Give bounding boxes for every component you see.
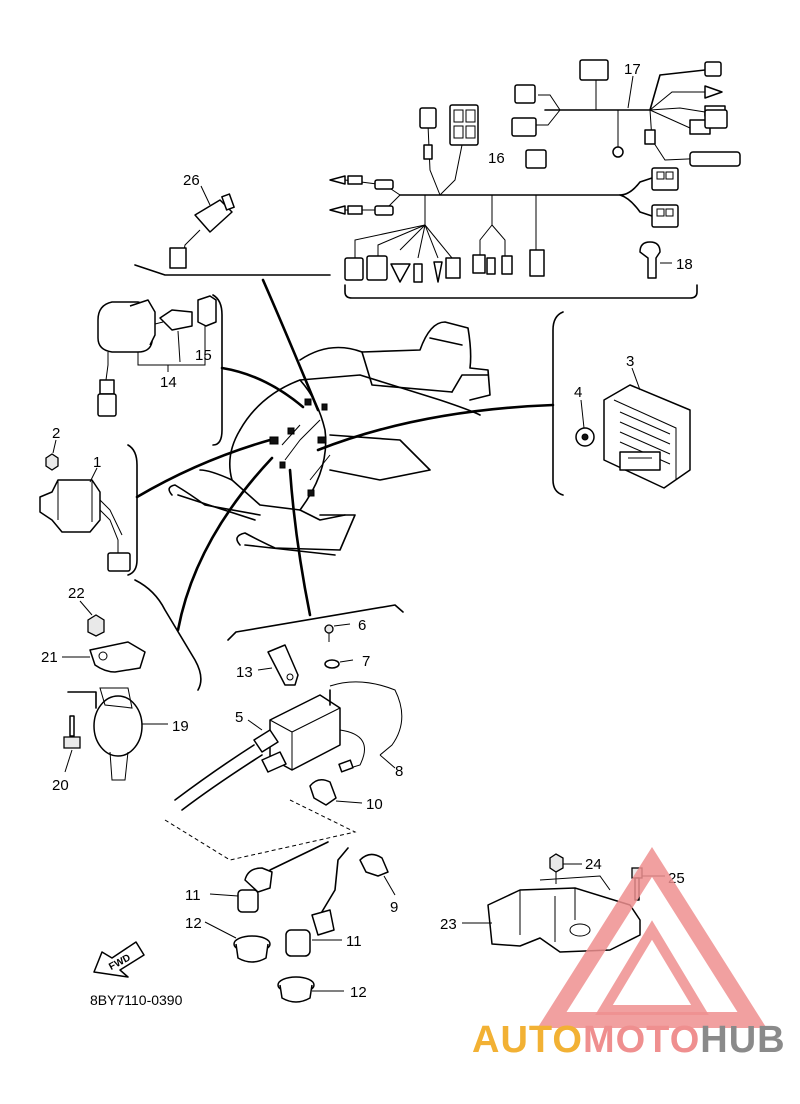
callout-2: 2 — [52, 425, 60, 442]
part-12a-grommet — [204, 921, 271, 963]
callout-8: 8 — [395, 763, 403, 780]
watermark-moto: MOTO — [583, 1019, 700, 1061]
part-21-bracket — [62, 641, 146, 673]
part-19-horn — [67, 687, 168, 781]
callout-7: 7 — [362, 653, 370, 670]
part-20-bolt — [63, 715, 81, 773]
part-2-nut — [45, 439, 59, 471]
part-18-key — [639, 241, 672, 279]
callout-13: 13 — [236, 664, 253, 681]
part-10-clamp — [309, 779, 363, 806]
drawing-code: 8BY7110-0390 — [90, 992, 183, 1008]
part-7-washer — [324, 659, 354, 669]
callout-10: 10 — [366, 796, 383, 813]
callout-21: 21 — [41, 649, 58, 666]
callout-9: 9 — [390, 899, 398, 916]
callout-24: 24 — [585, 856, 602, 873]
callout-26: 26 — [183, 172, 200, 189]
part-22-nut — [79, 600, 105, 637]
callout-11a: 11 — [185, 887, 201, 904]
part-12b-grommet — [277, 976, 344, 1003]
callout-23: 23 — [440, 916, 457, 933]
callout-14: 14 — [160, 374, 177, 391]
callout-19: 19 — [172, 718, 189, 735]
callout-20: 20 — [52, 777, 69, 794]
callout-11b: 11 — [346, 933, 362, 950]
callout-4: 4 — [574, 384, 582, 401]
callout-17: 17 — [624, 61, 641, 78]
part-16-wire-harness — [329, 104, 679, 283]
part-24-nut — [549, 853, 582, 884]
callout-3: 3 — [626, 353, 634, 370]
part-6-screw — [324, 623, 351, 642]
part-4-grommet — [575, 399, 595, 447]
callout-12b: 12 — [350, 984, 367, 1001]
dashed-subassembly-outline — [164, 799, 357, 861]
part-9-clamp — [359, 853, 396, 896]
watermark-auto: AUTO — [472, 1019, 583, 1061]
pointer-lines — [135, 278, 555, 632]
watermark-hub: HUB — [700, 1019, 785, 1061]
part-17-sub-harness — [511, 59, 741, 167]
callout-labels: 26 17 16 18 15 14 3 4 2 1 22 6 21 7 13 5… — [41, 61, 693, 1001]
part-15-key — [197, 295, 217, 327]
callout-18: 18 — [676, 256, 693, 273]
callout-1: 1 — [93, 454, 101, 471]
snowmobile-outline — [168, 321, 491, 556]
callout-5: 5 — [235, 709, 243, 726]
part-26-switch — [169, 185, 235, 269]
part-11b-plug-cap — [285, 847, 349, 957]
svg-text:AUTOMOTOHUB: AUTOMOTOHUB — [472, 1019, 786, 1061]
watermark-logo: AUTOMOTOHUB — [472, 847, 786, 1061]
group-brackets — [127, 264, 698, 691]
callout-15: 15 — [195, 347, 212, 364]
part-14-main-switch — [97, 299, 206, 417]
fwd-direction-badge: FWD — [93, 941, 145, 978]
callout-12a: 12 — [185, 915, 202, 932]
callout-16: 16 — [488, 150, 505, 167]
part-5-ignition-coil — [174, 681, 403, 811]
part-11a-plug-cap — [209, 841, 329, 913]
part-1-relay — [39, 467, 131, 572]
callout-22: 22 — [68, 585, 85, 602]
part-13-clamp — [257, 644, 299, 686]
callout-6: 6 — [358, 617, 366, 634]
part-3-rectifier-regulator — [603, 367, 691, 489]
